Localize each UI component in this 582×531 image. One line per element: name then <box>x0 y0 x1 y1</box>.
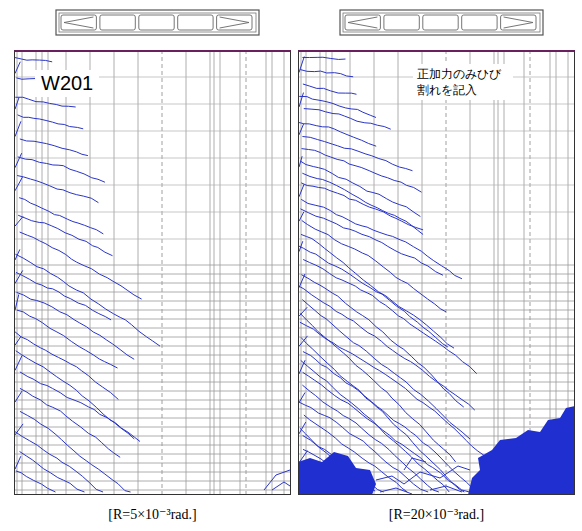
drift-caption: [R=5×10⁻³rad.] <box>108 506 196 523</box>
section-cell <box>217 15 252 30</box>
spalling-area <box>298 406 575 495</box>
section-cell <box>345 15 380 30</box>
section-inner <box>343 13 540 32</box>
section-brace <box>220 17 249 28</box>
section-outline <box>56 10 259 35</box>
section-cell <box>139 15 174 30</box>
specimen-name: W201 <box>35 70 99 97</box>
note-text: 正加力のみひび 割れを記入 <box>413 64 513 100</box>
section-cell <box>462 15 497 30</box>
drift-caption: [R=20×10⁻³rad.] <box>389 506 484 523</box>
rebar-grid <box>298 50 575 495</box>
section-cell <box>501 15 536 30</box>
section-brace <box>64 17 93 28</box>
wall-panel-art <box>14 10 291 495</box>
section-cell <box>423 15 458 30</box>
section-cell <box>178 15 213 30</box>
crack-lines <box>298 57 498 492</box>
rebar-grid <box>14 50 291 495</box>
section-outline <box>340 10 543 35</box>
section-cell <box>61 15 96 30</box>
section-inner <box>59 13 256 32</box>
wall-panel-art <box>298 10 575 495</box>
section-cell <box>100 15 135 30</box>
crack-lines <box>14 57 290 492</box>
wall-panel: W201 <box>14 50 291 495</box>
section-brace <box>348 17 377 28</box>
section-cell <box>384 15 419 30</box>
section-brace <box>504 17 533 28</box>
wall-panel: 正加力のみひび 割れを記入 <box>298 50 575 495</box>
